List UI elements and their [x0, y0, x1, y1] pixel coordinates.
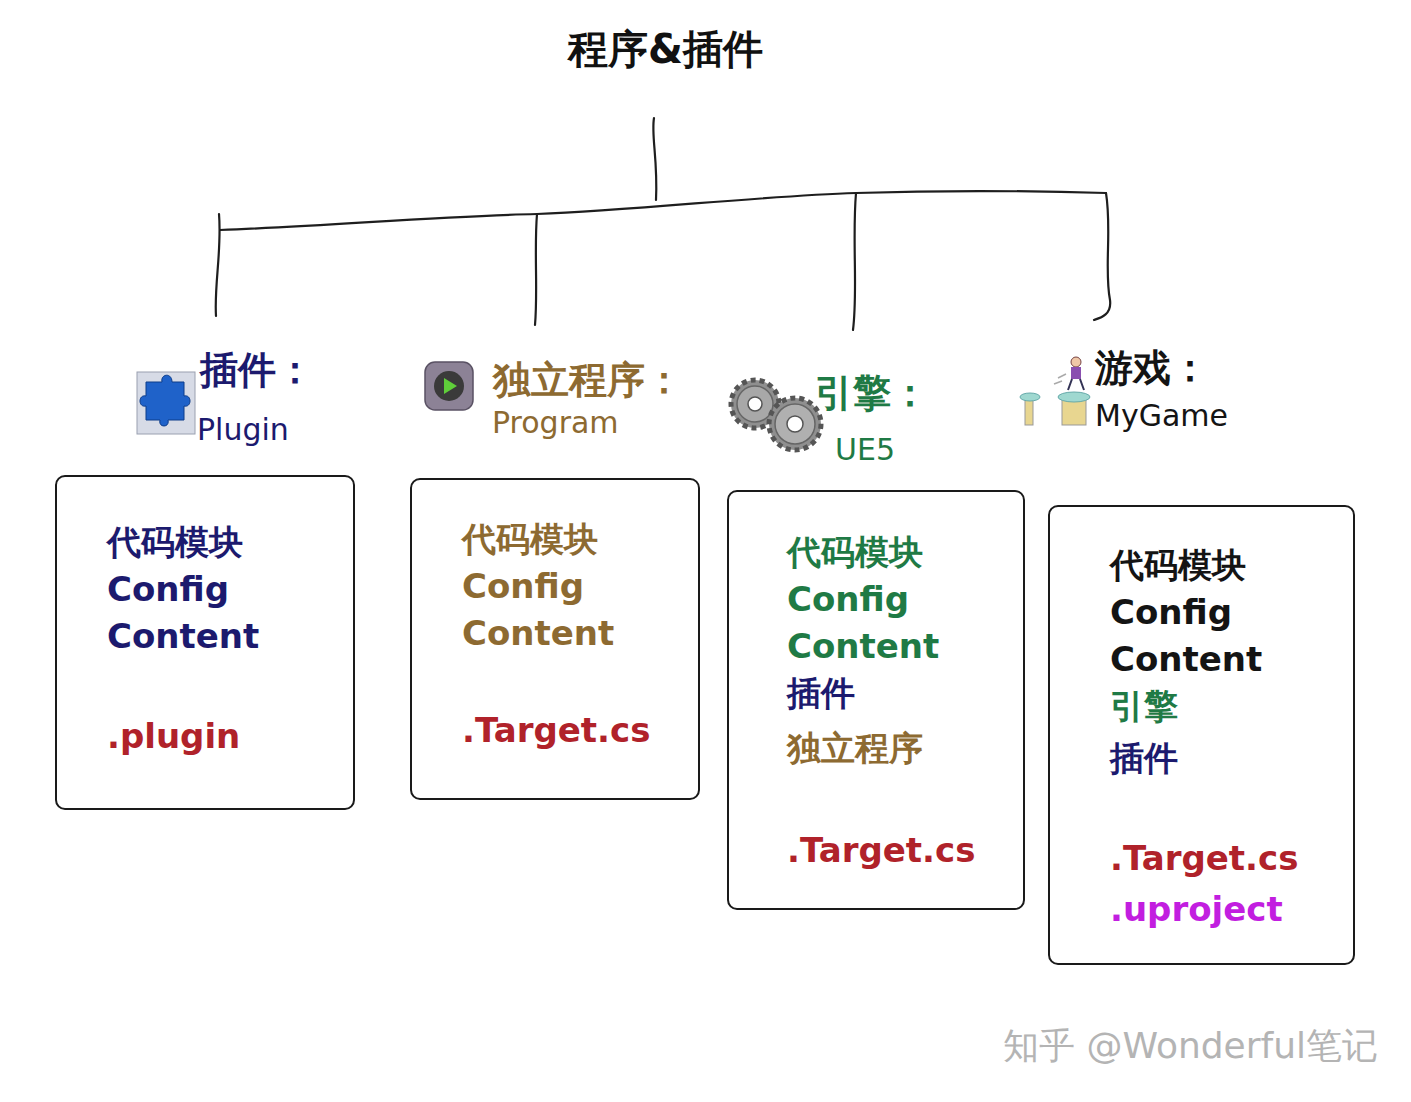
box-line: 引擎	[1110, 683, 1337, 730]
box-line: Config	[107, 566, 337, 613]
game-icon	[1020, 357, 1090, 425]
component-node: 代码模块ConfigContent引擎插件 .Target.cs.uproject…	[1048, 343, 1355, 965]
component-node: 代码模块ConfigContent .plugin 插件： Plugin	[55, 345, 355, 810]
box-line: 插件	[1110, 735, 1337, 782]
box-line: Content	[462, 610, 682, 657]
program-icon	[425, 362, 473, 410]
node-subheading: Plugin	[197, 412, 289, 447]
box-line: .Target.cs	[787, 827, 1007, 874]
content-box: 代码模块ConfigContent .plugin	[55, 475, 355, 810]
component-node: 代码模块ConfigContent .Target.cs 独立程序：Program	[410, 355, 700, 800]
node-subheading: Program	[492, 405, 619, 440]
box-line: Content	[787, 623, 1007, 670]
box-line: .uproject	[1110, 886, 1337, 933]
tree-drop	[216, 214, 220, 316]
box-line: Content	[1110, 636, 1337, 683]
node-subheading: UE5	[835, 432, 895, 467]
node-heading: 引擎：	[815, 368, 929, 419]
puzzle-icon	[137, 372, 195, 434]
box-line: Config	[462, 563, 682, 610]
tree-drop	[1094, 193, 1110, 320]
box-line: Config	[1110, 589, 1337, 636]
box-line: Config	[787, 576, 1007, 623]
box-line: .Target.cs	[462, 707, 682, 754]
content-box: 代码模块ConfigContent .Target.cs	[410, 478, 700, 800]
diagram-title: 程序&插件	[568, 22, 763, 77]
box-line: .plugin	[107, 713, 337, 760]
node-subheading: MyGame	[1095, 398, 1228, 433]
box-line: 代码模块	[107, 519, 337, 566]
box-line: 代码模块	[1110, 542, 1337, 589]
box-line: .Target.cs	[1110, 835, 1337, 882]
tree-bar	[220, 191, 1106, 230]
tree-stem	[653, 118, 656, 200]
gears-icon	[731, 380, 821, 450]
box-line: 代码模块	[462, 516, 682, 563]
box-line: 独立程序	[787, 725, 1007, 772]
node-heading: 独立程序：	[493, 355, 683, 406]
box-line: 插件	[787, 670, 1007, 717]
tree-bracket	[216, 118, 1111, 330]
content-box: 代码模块ConfigContent插件独立程序 .Target.cs	[727, 490, 1025, 910]
watermark: 知乎 @Wonderful笔记	[1003, 1022, 1378, 1071]
tree-drop	[853, 193, 856, 330]
node-heading: 插件：	[200, 345, 314, 396]
component-node: 代码模块ConfigContent插件独立程序 .Target.cs 引擎： UE5	[727, 368, 1025, 910]
tree-drop	[535, 214, 537, 325]
box-line: Content	[107, 613, 337, 660]
box-line: 代码模块	[787, 529, 1007, 576]
node-heading: 游戏：	[1095, 343, 1209, 394]
content-box: 代码模块ConfigContent引擎插件 .Target.cs.uproject	[1048, 505, 1355, 965]
